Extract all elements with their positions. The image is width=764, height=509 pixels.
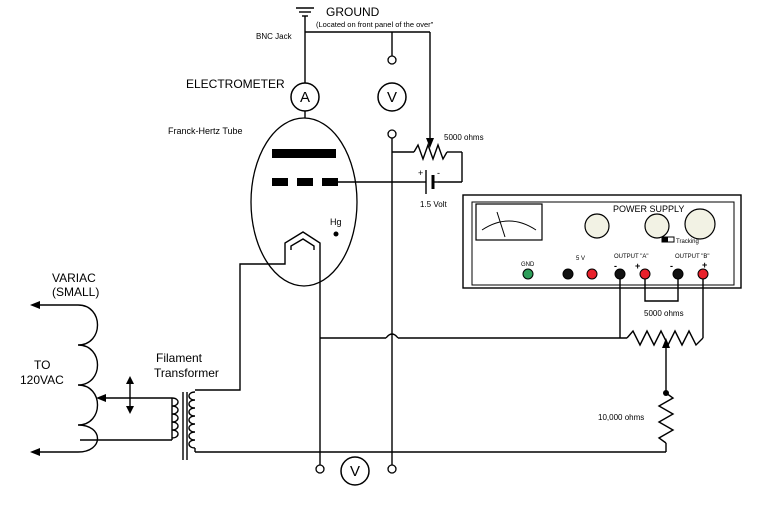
resistor-top bbox=[413, 142, 448, 162]
mercury-label: Hg bbox=[330, 217, 342, 227]
output-b-label: OUTPUT "B" bbox=[675, 254, 710, 260]
to-label-line1: TO bbox=[34, 358, 50, 372]
resistor-bottom bbox=[657, 392, 675, 444]
five-v-label: 5 V bbox=[576, 256, 585, 262]
terminal-top-1 bbox=[387, 55, 397, 65]
terminal-top-2 bbox=[387, 129, 397, 139]
grid-bias-wires bbox=[338, 138, 463, 465]
tracking-label: Tracking bbox=[676, 239, 699, 245]
ground-note: (Located on front panel of the over" bbox=[316, 20, 434, 29]
filament-transformer-line2: Transformer bbox=[154, 366, 219, 380]
terminal-b-red bbox=[697, 268, 709, 280]
output-a-plus: + bbox=[635, 261, 640, 271]
terminal-b-black bbox=[672, 268, 684, 280]
main-wires bbox=[195, 250, 666, 465]
output-b-minus: - bbox=[670, 261, 673, 271]
voltmeter-top: V bbox=[377, 82, 407, 112]
output-a-minus: - bbox=[614, 261, 617, 271]
ammeter: A bbox=[290, 82, 320, 112]
output-b-plus: + bbox=[702, 260, 707, 270]
filament-transformer-line1: Filament bbox=[156, 351, 203, 365]
filament-transformer bbox=[171, 391, 196, 460]
terminal-gnd bbox=[522, 268, 534, 280]
terminal-bottom-1 bbox=[315, 464, 325, 474]
terminal-5v-red bbox=[586, 268, 598, 280]
variac-label-line1: VARIAC bbox=[52, 271, 96, 285]
terminal-5v-black bbox=[562, 268, 574, 280]
gnd-label: GND bbox=[521, 262, 535, 268]
output-a-label: OUTPUT "A" bbox=[614, 254, 649, 260]
franck-hertz-tube-label: Franck-Hertz Tube bbox=[168, 126, 243, 136]
voltmeter-bottom: V bbox=[340, 456, 370, 486]
terminal-a-black bbox=[614, 268, 626, 280]
power-supply bbox=[462, 194, 742, 289]
battery-plus: + bbox=[418, 168, 423, 178]
battery bbox=[420, 170, 438, 194]
to-label-line2: 120VAC bbox=[20, 373, 64, 387]
resistor-top-label: 5000 ohms bbox=[444, 133, 484, 142]
ammeter-symbol: A bbox=[300, 89, 310, 106]
variac-label-line2: (SMALL) bbox=[52, 285, 99, 299]
battery-minus: - bbox=[437, 168, 440, 178]
terminal-a-red bbox=[639, 268, 651, 280]
resistor-mid-label: 5000 ohms bbox=[644, 309, 684, 318]
bnc-jack-label: BNC Jack bbox=[256, 32, 293, 41]
ground-symbol bbox=[296, 7, 314, 32]
ground-label: GROUND bbox=[326, 5, 380, 19]
terminal-bottom-2 bbox=[387, 464, 397, 474]
resistor-bottom-label: 10,000 ohms bbox=[598, 413, 644, 422]
knob-middle bbox=[644, 213, 670, 239]
power-supply-output-wires bbox=[619, 279, 704, 338]
power-supply-label: POWER SUPPLY bbox=[613, 204, 684, 214]
voltmeter-top-symbol: V bbox=[387, 89, 397, 106]
top-wires bbox=[304, 31, 434, 148]
franck-hertz-tube bbox=[250, 117, 358, 287]
electrometer-label: ELECTROMETER bbox=[186, 77, 285, 91]
variac-coil bbox=[30, 301, 173, 456]
knob-left bbox=[584, 213, 610, 239]
knob-right bbox=[684, 208, 716, 240]
battery-label: 1.5 Volt bbox=[420, 200, 447, 209]
voltmeter-bottom-symbol: V bbox=[350, 463, 360, 480]
resistor-mid bbox=[626, 329, 704, 347]
